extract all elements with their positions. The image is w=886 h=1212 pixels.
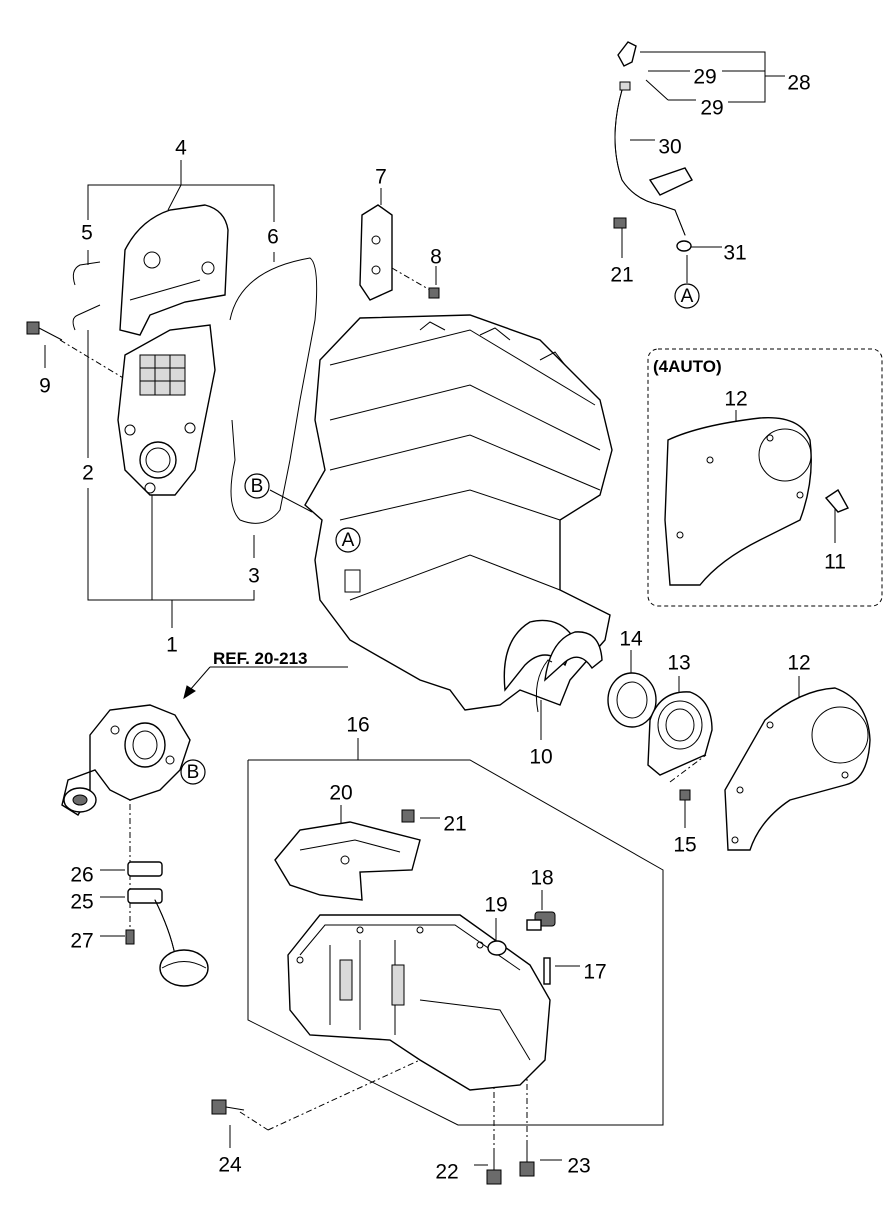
gasket-2 xyxy=(72,304,101,331)
marker-circle xyxy=(674,283,700,309)
drain-plug-18 xyxy=(526,911,556,931)
gasket-5 xyxy=(72,261,101,286)
marker-letter: B xyxy=(187,762,200,783)
callout-c17: 17 xyxy=(583,961,606,984)
engine-block xyxy=(304,314,613,711)
callout-c7: 7 xyxy=(375,166,387,189)
reference-label: REF. 20-213 xyxy=(213,649,308,668)
dipstick-assembly xyxy=(613,41,693,252)
callout-c2: 2 xyxy=(82,462,94,485)
callout-c24: 24 xyxy=(218,1154,242,1177)
gasket-10 xyxy=(535,659,553,713)
marker-mB1: B xyxy=(244,473,270,499)
callout-c25: 25 xyxy=(70,891,93,914)
callout-c5: 5 xyxy=(81,222,93,245)
bolt-23 xyxy=(519,1142,535,1177)
marker-letter: A xyxy=(681,286,694,307)
callout-c23: 23 xyxy=(567,1155,590,1178)
bolt-9 xyxy=(26,321,63,341)
timing-cover-lower xyxy=(117,324,216,496)
callout-c18: 18 xyxy=(530,867,553,890)
seal-housing-13 xyxy=(647,691,713,776)
marker-circle xyxy=(244,473,270,499)
baffle-plate-20 xyxy=(274,821,421,901)
callout-c9: 9 xyxy=(39,375,51,398)
callout-c10: 10 xyxy=(529,746,552,769)
bolt-21-pan xyxy=(401,809,415,823)
callout-c16: 16 xyxy=(346,714,369,737)
callout-c26: 26 xyxy=(70,864,93,887)
connection-markers: A A B B xyxy=(180,283,700,785)
bolt-24 xyxy=(211,1099,245,1115)
callout-c29b: 29 xyxy=(700,97,723,120)
callout-c22: 22 xyxy=(435,1161,458,1184)
gasket-6 xyxy=(229,257,318,524)
drive-plate-12 xyxy=(724,687,871,851)
callout-c8: 8 xyxy=(430,246,442,269)
callout-c19: 19 xyxy=(484,894,507,917)
callout-c3: 3 xyxy=(248,565,260,588)
callout-c12b: 12 xyxy=(787,652,810,675)
callout-c12a: 12 xyxy=(724,388,747,411)
auto-box-title: (4AUTO) xyxy=(653,357,722,376)
bolt-15 xyxy=(679,789,691,801)
bolt-22 xyxy=(486,1150,502,1185)
plate-clip-11 xyxy=(824,488,849,513)
callout-c13: 13 xyxy=(667,652,690,675)
callout-c14: 14 xyxy=(619,628,643,651)
marker-mA1: A xyxy=(674,283,700,309)
stud-17 xyxy=(543,957,551,985)
oil-strainer xyxy=(125,861,209,987)
oil-pump xyxy=(61,704,191,816)
marker-letter: A xyxy=(342,530,355,551)
callout-c4: 4 xyxy=(175,137,187,160)
timing-cover-upper xyxy=(119,204,229,336)
rear-oil-seal-14 xyxy=(607,672,657,728)
oil-pan xyxy=(287,914,551,1091)
auto-variant-box xyxy=(647,348,883,607)
callout-c29a: 29 xyxy=(693,66,716,89)
callout-c21a: 21 xyxy=(443,813,466,836)
marker-mB2: B xyxy=(180,759,206,785)
callout-c20: 20 xyxy=(329,782,352,805)
marker-circle xyxy=(180,759,206,785)
callout-c27: 27 xyxy=(70,930,93,953)
bolt-8 xyxy=(428,287,440,299)
callout-c28: 28 xyxy=(787,72,810,95)
callout-c11: 11 xyxy=(824,551,846,574)
marker-circle xyxy=(335,527,361,553)
drain-washer-19 xyxy=(487,940,507,956)
callout-c30: 30 xyxy=(658,136,681,159)
callout-c15: 15 xyxy=(673,834,696,857)
marker-letter: B xyxy=(251,476,264,497)
callout-c1: 1 xyxy=(166,634,178,657)
callout-c6: 6 xyxy=(267,226,279,249)
marker-mA2: A xyxy=(335,527,361,553)
callout-c21b: 21 xyxy=(610,264,633,287)
drive-plate-4auto xyxy=(664,416,812,586)
callout-c31: 31 xyxy=(723,242,746,265)
bracket-7 xyxy=(359,204,393,301)
